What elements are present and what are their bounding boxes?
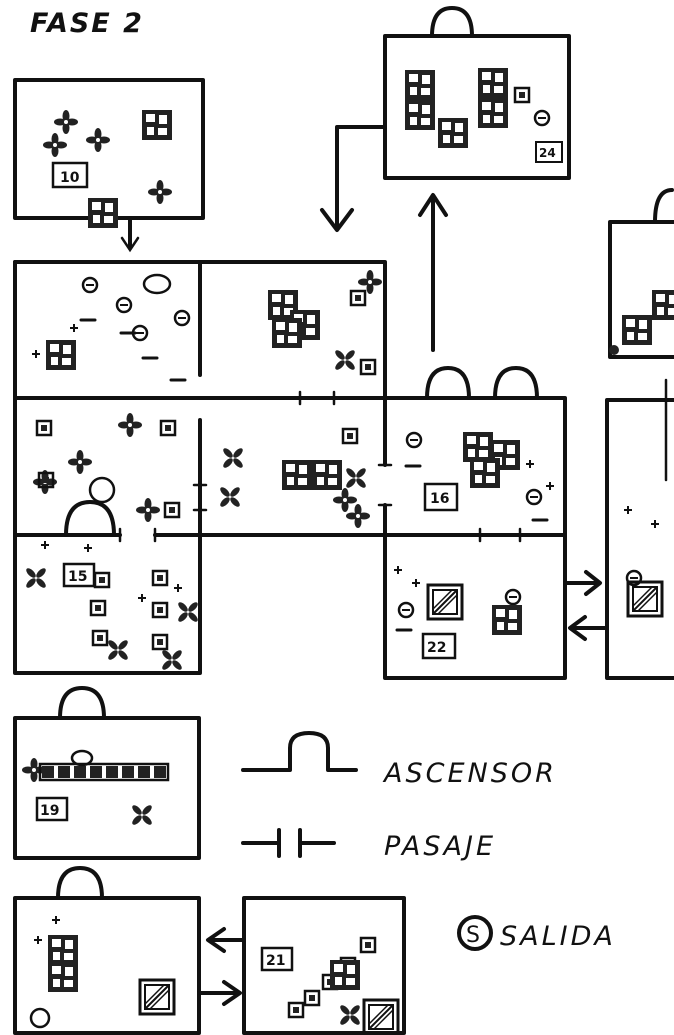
- elevator-icon: [56, 866, 104, 900]
- room-number: 16: [430, 491, 449, 507]
- main-complex: 16 15 22: [13, 260, 567, 680]
- room-number: 10: [60, 170, 80, 186]
- exit-legend-icon: [457, 915, 493, 951]
- room-number: 15: [68, 569, 87, 585]
- legend-exit: SALIDA: [500, 921, 616, 952]
- elevator-icon: [430, 6, 474, 38]
- room-24: 24: [383, 6, 571, 180]
- legend-elevator: ASCENSOR: [382, 758, 557, 789]
- elevator-icon: [58, 686, 106, 720]
- elevator-icon: [425, 366, 471, 400]
- exit-symbol: S: [466, 923, 480, 948]
- room-21: 21: [242, 896, 406, 1035]
- elevator-icon: [64, 500, 116, 537]
- passage-legend-icon: [241, 828, 336, 858]
- legend-passage: PASAJE: [384, 831, 496, 862]
- elevator-legend-icon: [241, 731, 358, 772]
- elevator-icon: [653, 188, 674, 224]
- legend: ASCENSOR PASAJE S SALIDA: [241, 731, 616, 952]
- map-title: FASE 2: [30, 8, 144, 39]
- arrow-head-icon: [120, 236, 140, 253]
- room-number: 24: [539, 146, 556, 160]
- room-number-box: [51, 161, 89, 189]
- room-number: 22: [427, 640, 446, 656]
- room-10: 10: [13, 78, 205, 228]
- elevator-icon: [493, 366, 539, 400]
- room-right-top: [608, 188, 674, 359]
- room-number: 19: [40, 803, 59, 819]
- room-19: 19: [13, 686, 201, 860]
- room-number: 21: [266, 953, 285, 969]
- room-bottom-left: [13, 866, 201, 1035]
- connector-arrow: [335, 125, 387, 227]
- room-right-bottom: [605, 378, 674, 680]
